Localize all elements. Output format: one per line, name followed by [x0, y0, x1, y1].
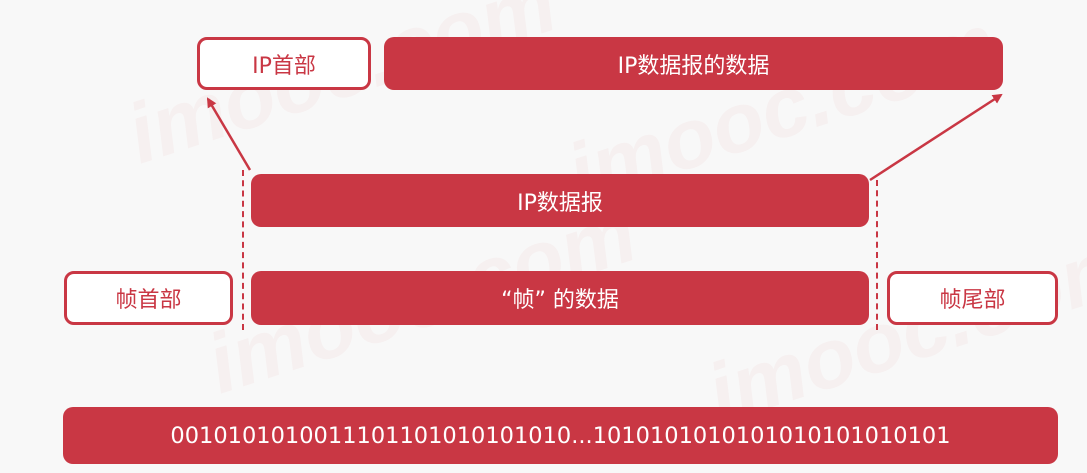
ip-datagram-box: IP数据报: [251, 174, 869, 227]
ip-header-label: IP首部: [252, 53, 316, 79]
bitstream-label: 0010101010011101101010101010...101010101…: [170, 422, 951, 449]
frame-header-label: 帧首部: [115, 288, 182, 313]
frame-trailer-box: 帧尾部: [887, 271, 1058, 325]
arrow-left-up: [206, 97, 252, 171]
ip-header-box: IP首部: [197, 37, 371, 90]
left-dashed-separator: [242, 170, 244, 330]
frame-trailer-label: 帧尾部: [939, 288, 1006, 313]
frame-data-box: “帧” 的数据: [251, 271, 869, 325]
ip-datagram-data-box: IP数据报的数据: [384, 37, 1003, 90]
frame-data-label: “帧” 的数据: [501, 288, 619, 313]
right-dashed-separator: [876, 180, 878, 330]
ip-datagram-data-label: IP数据报的数据: [617, 53, 770, 79]
arrow-right-up: [869, 93, 1003, 182]
frame-header-box: 帧首部: [64, 271, 233, 325]
bitstream-box: 0010101010011101101010101010...101010101…: [63, 407, 1058, 464]
ip-datagram-label: IP数据报: [517, 190, 603, 216]
